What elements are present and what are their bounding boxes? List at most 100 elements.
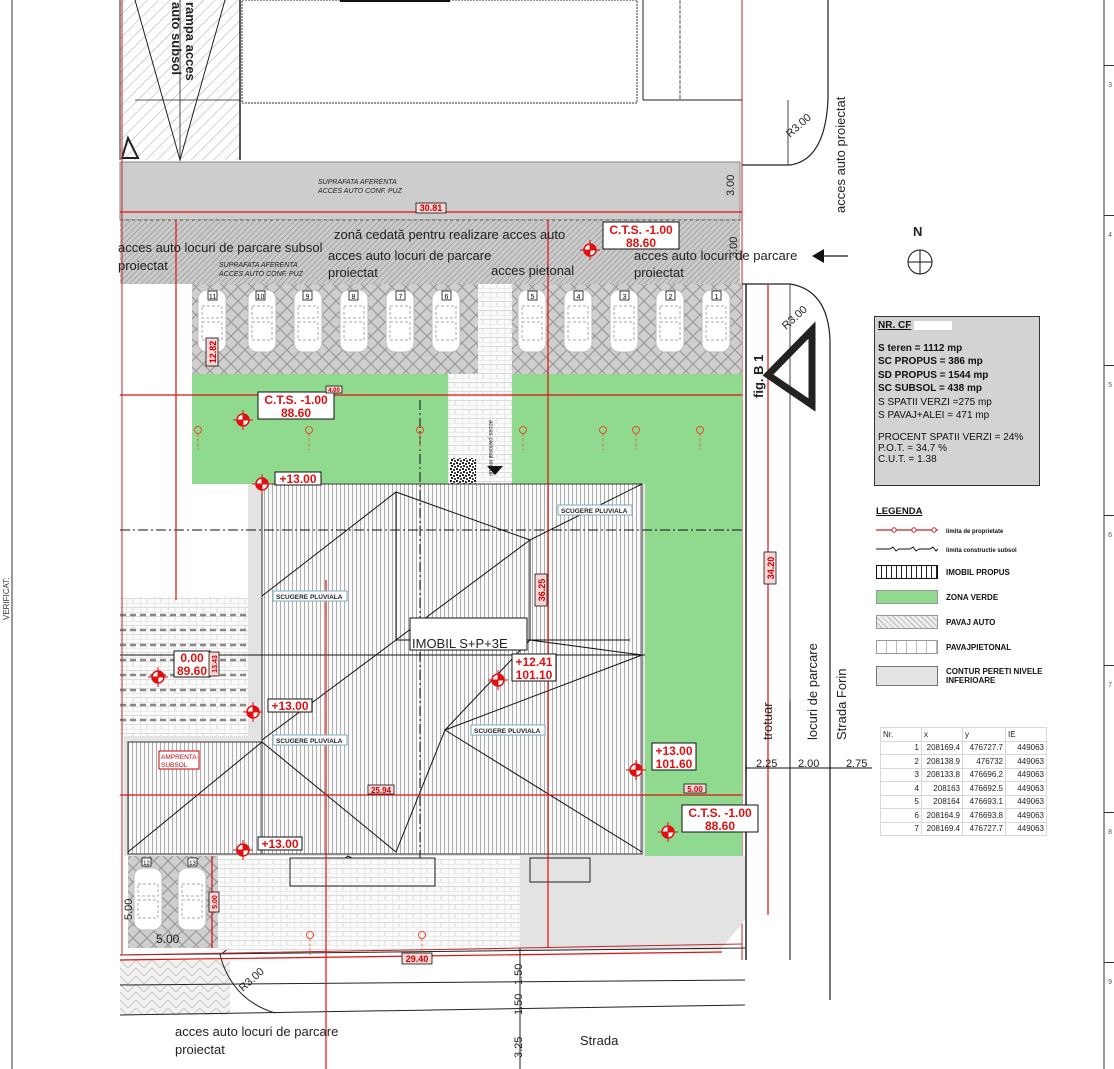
svg-text:10: 10 — [257, 294, 265, 301]
svg-text:+12.41: +12.41 — [515, 655, 552, 669]
dim-green-width: 4.00 — [325, 385, 343, 394]
info-sc-propus: SC PROPUS = 386 mp — [878, 356, 983, 367]
dim-setback-right: 5.00 — [683, 783, 707, 794]
svg-text:30.81: 30.81 — [420, 203, 443, 213]
svg-text:7: 7 — [399, 294, 403, 301]
legend-title: LEGENDA — [876, 506, 923, 517]
svg-text:C.T.S. -1.00: C.T.S. -1.00 — [609, 223, 673, 237]
dim-bottom-5b: 5.00 — [208, 891, 220, 913]
radius-label-bottom: R3.00 — [237, 966, 267, 995]
elevation-label-7: +13.00 101.60 — [651, 742, 697, 771]
svg-text:88.60: 88.60 — [626, 236, 656, 250]
dimension-lines — [119, 211, 769, 1069]
acces-bottom-label-2: proiectat — [175, 1042, 225, 1057]
green-zone-top-right — [512, 374, 742, 484]
svg-text:12.82: 12.82 — [208, 341, 218, 364]
svg-text:25.94: 25.94 — [371, 786, 392, 795]
property-line-swatch — [876, 527, 938, 533]
info-s-pavaj: S PAVAJ+ALEI = 471 mp — [878, 410, 990, 421]
svg-text:SCUGERE PLUVIALA: SCUGERE PLUVIALA — [561, 508, 628, 515]
locuri-parcare-label: locuri de parcare — [805, 643, 820, 740]
legend-item-imobil: IMOBIL PROPUS — [876, 565, 1076, 579]
radius-label-right: R3.00 — [780, 304, 810, 333]
svg-text:1: 1 — [715, 294, 719, 301]
tick-number: 9 — [1108, 979, 1112, 986]
building-roof — [120, 400, 742, 956]
suprafata-label-1: SUPRAFATA AFERENTA — [318, 179, 397, 186]
scugere-label-4: SCUGERE PLUVIALA — [470, 724, 546, 736]
info-sd-propus: SD PROPUS = 1544 mp — [878, 369, 989, 381]
strada-forin-label: Strada Forin — [834, 668, 849, 740]
legend-item-zona-verde: ZONA VERDE — [876, 590, 1076, 604]
imobil-swatch — [876, 565, 938, 579]
svg-text:4: 4 — [577, 294, 581, 301]
svg-text:9: 9 — [306, 294, 310, 301]
trotuar-label: trotuar — [760, 702, 775, 740]
elevation-label-8: C.T.S. -1.00 88.60 — [681, 804, 759, 833]
svg-text:29.40: 29.40 — [406, 954, 429, 964]
tick — [1104, 365, 1114, 366]
ramp-label-2: auto subsol — [169, 2, 184, 75]
scugere-label-2: SCUGERE PLUVIALA — [272, 590, 348, 602]
svg-text:3: 3 — [623, 294, 627, 301]
building-label: IMOBIL S+P+3E — [409, 617, 528, 651]
header-nr: Nr. — [880, 727, 922, 742]
pedestrian-access-marker: acces pietonal imobil — [487, 420, 503, 476]
site-info-panel: NR. CF S teren = 1112 mp SC PROPUS = 386… — [874, 316, 1040, 486]
elevation-label-1: C.T.S. -1.00 88.60 — [257, 391, 335, 420]
tick-number: 7 — [1108, 682, 1112, 689]
zona-verde-swatch — [876, 590, 938, 604]
elevation-label-5: +12.41 101.10 — [511, 653, 557, 682]
dim-left-vertical: 13.43 — [208, 651, 220, 677]
svg-text:101.10: 101.10 — [516, 668, 553, 682]
acces-bottom-label: acces auto locuri de parcare — [175, 1024, 338, 1039]
svg-text:88.60: 88.60 — [705, 819, 735, 833]
acces-parcare-mid-label: acces auto locuri de parcare — [328, 248, 491, 263]
dim-height-right: 34.20 — [763, 551, 777, 585]
svg-text:89.60: 89.60 — [177, 664, 207, 678]
header-ie: IE — [1005, 727, 1047, 742]
svg-text:5.00: 5.00 — [212, 895, 219, 909]
svg-text:SCUGERE PLUVIALA: SCUGERE PLUVIALA — [276, 594, 343, 601]
road-curve-right — [742, 283, 831, 1000]
acces-pietonal-label: acces pietonal — [491, 263, 574, 278]
pedestrian-path — [478, 284, 512, 484]
info-pot: P.O.T. = 34.7 % — [878, 442, 948, 454]
tick-number: 4 — [1108, 232, 1112, 239]
legend-item-pavaj-auto: PAVAJ AUTO — [876, 615, 1076, 629]
pavaj-auto-swatch — [876, 615, 938, 629]
elevation-label-2: C.T.S. -1.00 88.60 — [602, 221, 680, 250]
svg-text:SCUGERE PLUVIALA: SCUGERE PLUVIALA — [474, 728, 541, 735]
tick-number: 3 — [1108, 82, 1112, 89]
tick — [1104, 665, 1114, 666]
dim-right-1: 2.25 — [756, 758, 777, 770]
info-title: NR. CF — [878, 319, 1036, 333]
svg-text:IMOBIL S+P+3E: IMOBIL S+P+3E — [412, 636, 508, 651]
tick — [1104, 215, 1114, 216]
dim-top-strip-right: 3.00 — [728, 237, 740, 258]
info-s-teren: S teren = 1112 mp — [878, 342, 963, 354]
legend-item-property-line: limita de proprietate — [876, 527, 1076, 537]
fig-label: fig. B 1 — [751, 355, 766, 398]
svg-text:+13.00: +13.00 — [271, 699, 308, 713]
dim-top-strip: 3.00 — [725, 175, 737, 196]
dim-top-width: 30.81 — [415, 202, 447, 214]
scugere-label-3: SCUGERE PLUVIALA — [272, 734, 348, 746]
road-curve-top — [742, 0, 829, 166]
svg-text:AMPRENTA: AMPRENTA — [161, 754, 197, 761]
tick — [1104, 515, 1114, 516]
svg-text:4.00: 4.00 — [328, 388, 340, 394]
svg-text:8: 8 — [352, 294, 356, 301]
bottom-road-paving — [120, 960, 230, 1015]
svg-text:C.T.S. -1.00: C.T.S. -1.00 — [264, 393, 328, 407]
tick — [1104, 962, 1114, 963]
dim-bottom-1: 1.50 — [513, 964, 525, 985]
dim-right-2: 2.00 — [798, 758, 819, 770]
